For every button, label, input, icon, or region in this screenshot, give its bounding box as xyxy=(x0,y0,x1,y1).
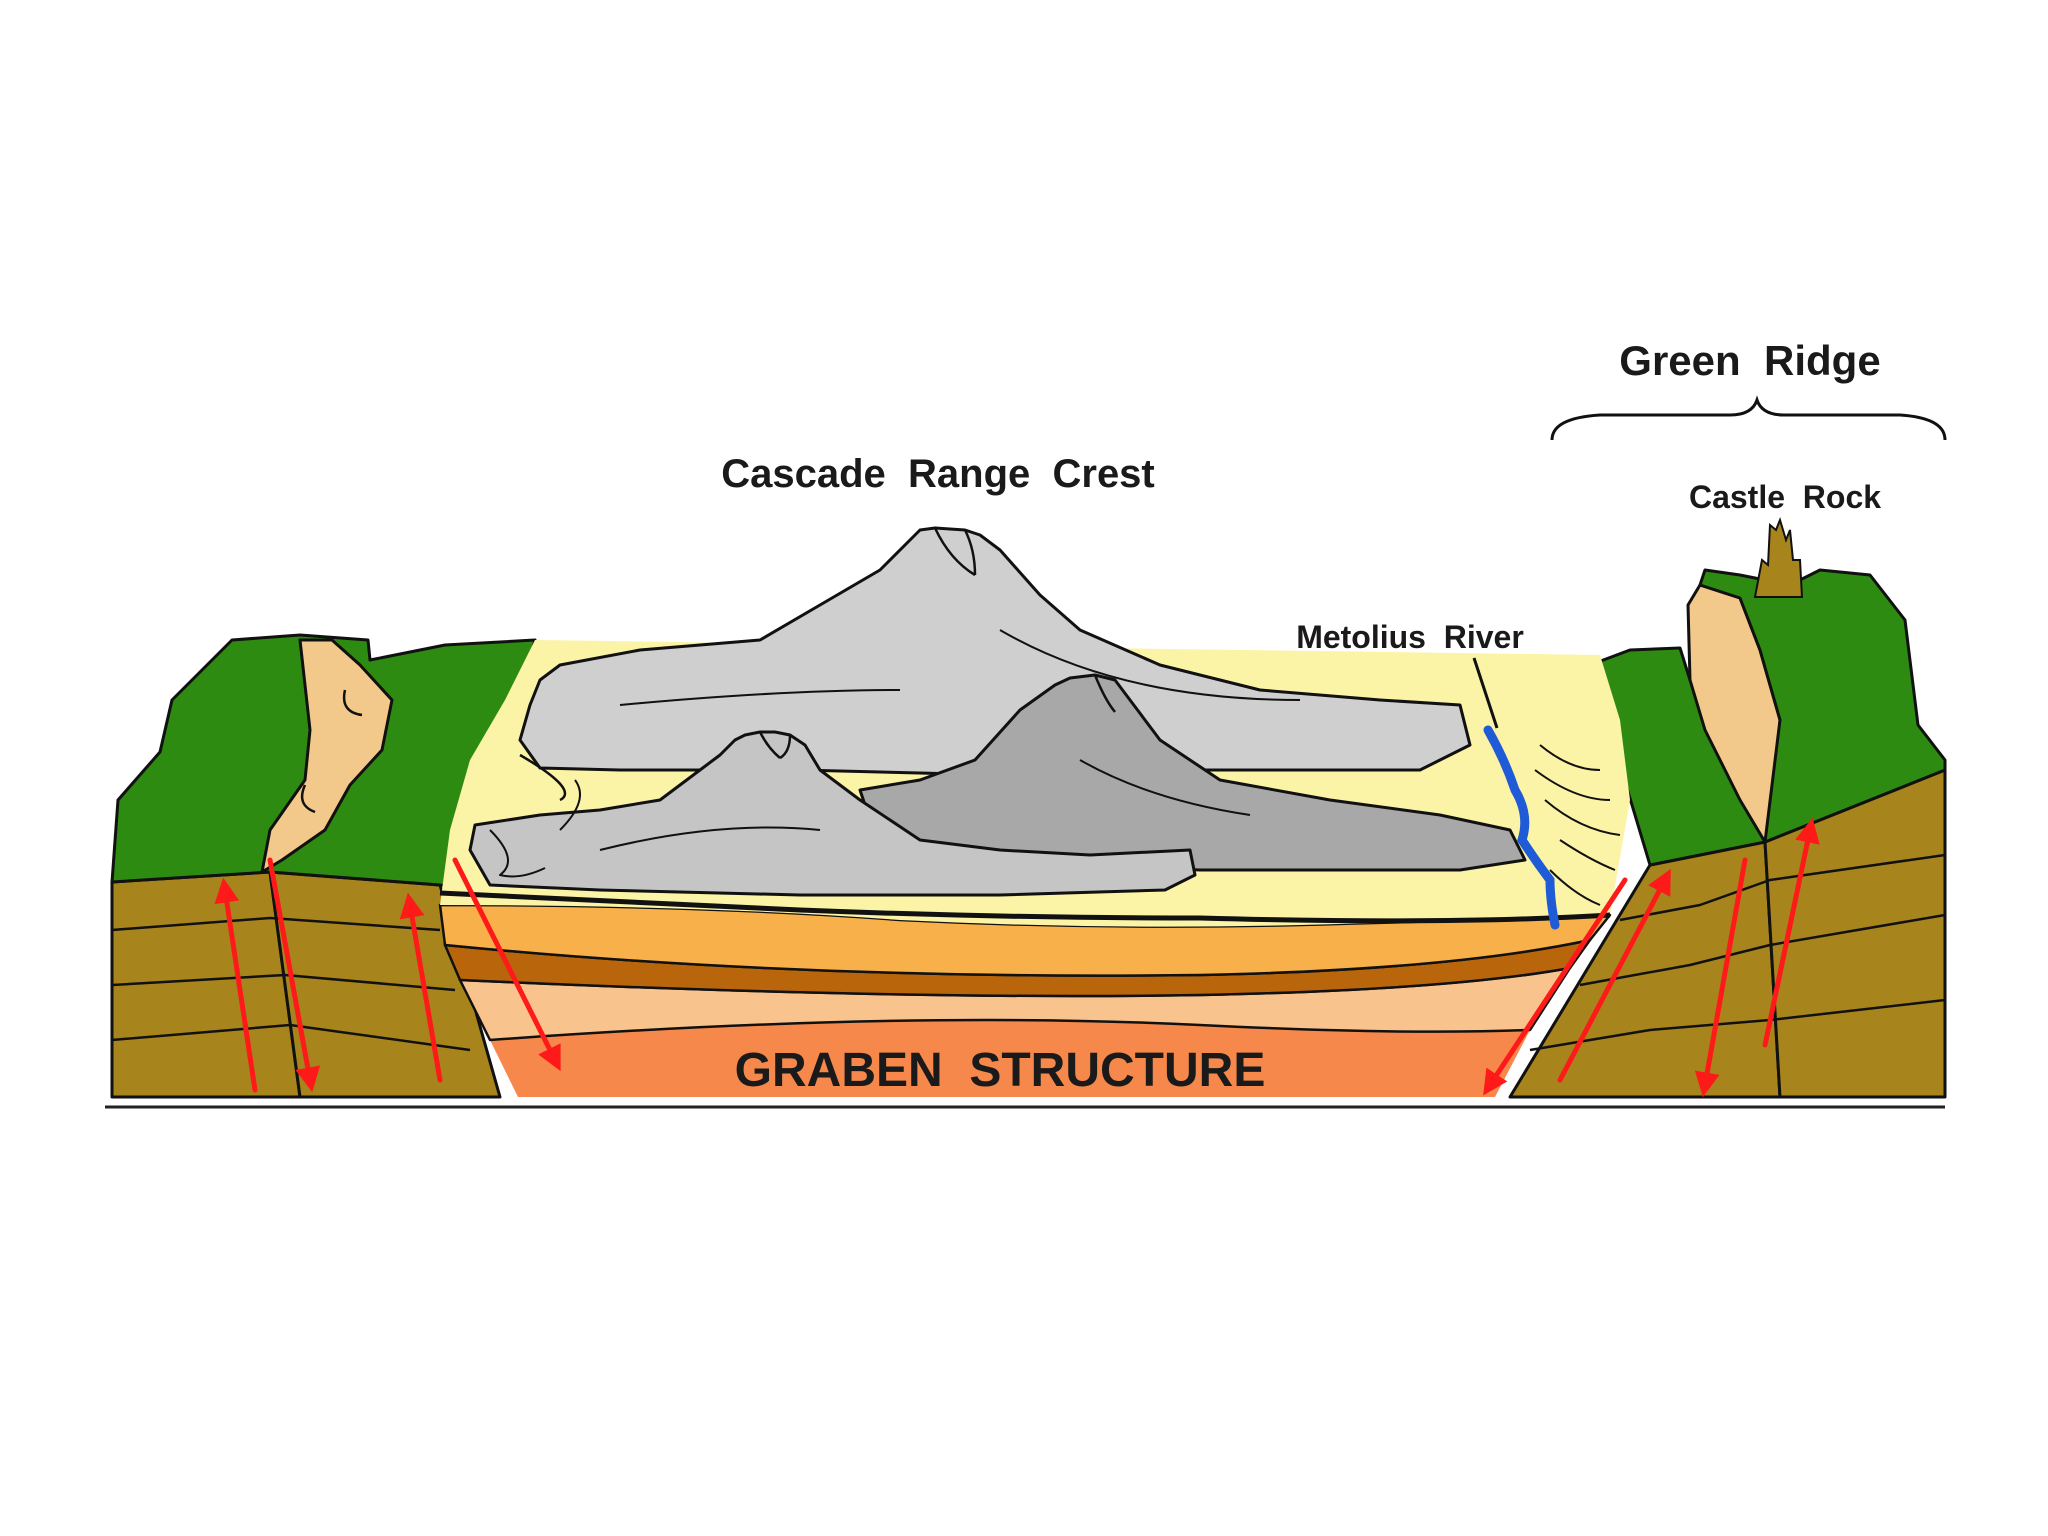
fault-arrow xyxy=(1483,877,1628,1096)
fault-arrow xyxy=(1694,857,1748,1098)
cascade-volcano-small xyxy=(468,730,1197,897)
fault-arrow xyxy=(452,857,561,1072)
left-cliff-face xyxy=(260,638,394,874)
fault-arrow xyxy=(267,857,321,1093)
layer-deep xyxy=(490,1020,1530,1097)
right-grass-outer xyxy=(1698,568,1947,844)
castle-rock-spire xyxy=(1753,516,1804,598)
fault-arrow xyxy=(1762,817,1820,1048)
right-fault-blocks xyxy=(1508,568,1947,1099)
fault-arrow xyxy=(214,877,258,1093)
fault-arrows xyxy=(214,817,1820,1098)
label-cascade-range-crest: Cascade Range Crest xyxy=(721,452,1155,496)
cascade-volcano-right xyxy=(858,673,1527,872)
label-green-ridge: Green Ridge xyxy=(1619,337,1880,384)
fault-arrow xyxy=(1557,868,1671,1083)
volcanoes xyxy=(468,526,1527,897)
metolius-pointer xyxy=(1472,657,1499,729)
label-graben-structure: GRABEN STRUCTURE xyxy=(735,1044,1266,1097)
label-metolius-river: Metolius River xyxy=(1296,619,1524,655)
metolius-river xyxy=(1483,725,1621,930)
green-ridge-brace xyxy=(1550,395,1947,441)
fault-arrow xyxy=(399,892,443,1083)
label-castle-rock: Castle Rock xyxy=(1689,479,1881,515)
